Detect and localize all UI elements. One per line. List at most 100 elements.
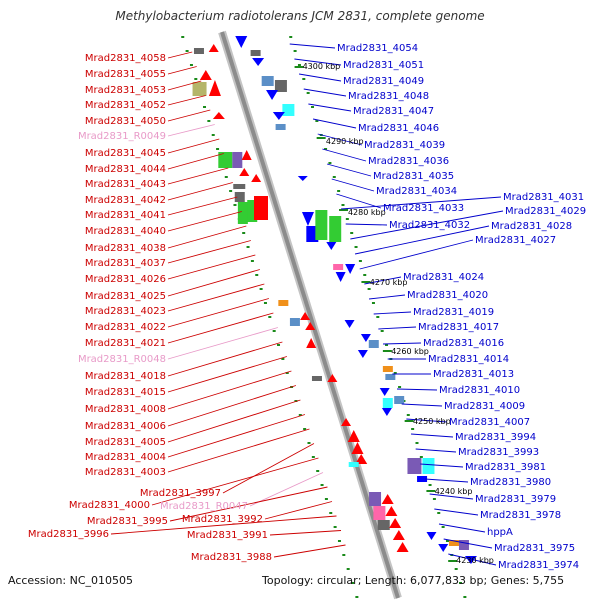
gene-label-left: Mrad2831_4058 <box>85 53 166 64</box>
gene-arrow-reverse <box>301 212 314 226</box>
gene-arrow-forward <box>341 418 352 426</box>
tick-mark <box>333 526 337 528</box>
gene-box <box>377 520 390 530</box>
gene-arrow-forward <box>306 338 317 348</box>
gene-box <box>278 300 289 306</box>
gene-arrow-reverse <box>326 242 337 250</box>
gene-label-left: Mrad2831_4000 <box>69 500 150 511</box>
tick-mark <box>355 596 359 598</box>
gene-label-right: Mrad2831_4039 <box>364 140 445 151</box>
gene-arrow-forward <box>351 442 364 454</box>
gene-label-left: Mrad2831_3997 <box>140 488 221 499</box>
gene-label-right: Mrad2831_4019 <box>413 307 494 318</box>
leader-line <box>383 342 422 345</box>
gene-label-left: Mrad2831_3992 <box>182 514 263 525</box>
tick-mark <box>393 372 397 374</box>
gene-arrow-forward <box>208 44 219 52</box>
gene-box <box>385 374 396 380</box>
tick-mark <box>263 302 267 304</box>
gene-box <box>458 540 469 550</box>
gene-arrow-forward <box>392 530 405 540</box>
gene-label-left: Mrad2831_4042 <box>85 195 166 206</box>
gene-label-left: Mrad2831_4052 <box>85 100 166 111</box>
gene-box <box>382 366 393 372</box>
gene-label-right: Mrad2831_4033 <box>383 203 464 214</box>
tick-mark <box>259 288 263 290</box>
tick-mark <box>302 78 306 80</box>
gene-arrow-reverse <box>235 36 248 48</box>
gene-arrow-forward <box>305 322 316 330</box>
gene-label-left: Mrad2831_4025 <box>85 291 166 302</box>
label-leader-lines <box>110 43 504 566</box>
gene-label-right: Mrad2831_4031 <box>503 192 584 203</box>
leader-line <box>410 433 454 438</box>
gene-label-right: Mrad2831_4048 <box>348 91 429 102</box>
tick-mark <box>246 246 250 248</box>
tick-mark <box>272 330 276 332</box>
leader-line <box>429 493 474 500</box>
gene-arrow-forward <box>381 494 394 504</box>
gene-box <box>306 226 319 242</box>
gene-arrow-forward <box>347 430 360 442</box>
leader-line <box>167 254 256 280</box>
gene-label-left: Mrad2831_4026 <box>85 274 166 285</box>
tick-mark <box>346 568 350 570</box>
leader-line <box>167 356 288 393</box>
gene-label-right: Mrad2831_4013 <box>433 369 514 380</box>
gene-box <box>250 50 261 56</box>
gene-box <box>422 458 435 474</box>
tick-mark <box>337 540 341 542</box>
leader-line <box>167 399 301 443</box>
leader-line <box>341 196 502 210</box>
gene-label-left: Mrad2831_4050 <box>85 116 166 127</box>
tick-mark <box>376 316 380 318</box>
gene-box <box>247 200 258 222</box>
gene-box <box>234 192 245 202</box>
tick-mark <box>316 137 326 139</box>
gene-arrow-forward <box>241 150 252 160</box>
gene-label-right: Mrad2831_4010 <box>439 385 520 396</box>
tick-mark <box>406 414 410 416</box>
leader-line <box>308 103 352 112</box>
tick-mark <box>303 428 307 430</box>
leader-line <box>167 167 229 185</box>
leader-line <box>273 544 346 558</box>
tick-mark <box>242 232 246 234</box>
gene-label-right: Mrad2831_4032 <box>389 220 470 231</box>
tick-mark <box>293 50 297 52</box>
kbp-label: 4260 kbp <box>391 347 429 356</box>
kbp-label: 4290 kbp <box>326 137 364 146</box>
gene-label-right: Mrad2831_3993 <box>458 447 539 458</box>
tick-mark <box>281 358 285 360</box>
leader-line <box>167 153 224 170</box>
tick-mark <box>277 344 281 346</box>
gene-label-right: Mrad2831_4028 <box>491 221 572 232</box>
gene-box <box>237 202 248 224</box>
gene-features <box>192 36 477 564</box>
tick-mark <box>328 162 332 164</box>
left-strand-labels: Mrad2831_4058Mrad2831_4055Mrad2831_4053M… <box>28 53 272 563</box>
leader-line <box>326 163 372 177</box>
accession-text: Accession: NC_010505 <box>8 574 134 587</box>
gene-label-right: Mrad2831_3974 <box>498 560 579 571</box>
tick-mark <box>426 490 436 492</box>
gene-box <box>394 396 405 404</box>
topology-text: Topology: circular; Length: 6,077,833 bp… <box>262 574 565 587</box>
tick-mark <box>454 568 458 570</box>
tick-mark <box>354 246 358 248</box>
gene-label-left: Mrad2831_4003 <box>85 467 166 478</box>
gene-arrow-reverse <box>426 532 437 540</box>
leader-line <box>401 403 443 407</box>
gene-box <box>289 318 300 326</box>
kbp-label: 4270 kbp <box>370 278 408 287</box>
gene-label-left: Mrad2831_4045 <box>85 148 166 159</box>
gene-label-right: Mrad2831_4027 <box>475 235 556 246</box>
gene-label-right: Mrad2831_4054 <box>337 43 418 54</box>
leader-line <box>406 418 448 423</box>
tick-mark <box>181 36 185 38</box>
tick-mark <box>297 64 301 66</box>
tick-mark <box>437 512 441 514</box>
tick-mark <box>411 428 415 430</box>
tick-mark <box>189 64 193 66</box>
leader-line <box>350 210 504 240</box>
